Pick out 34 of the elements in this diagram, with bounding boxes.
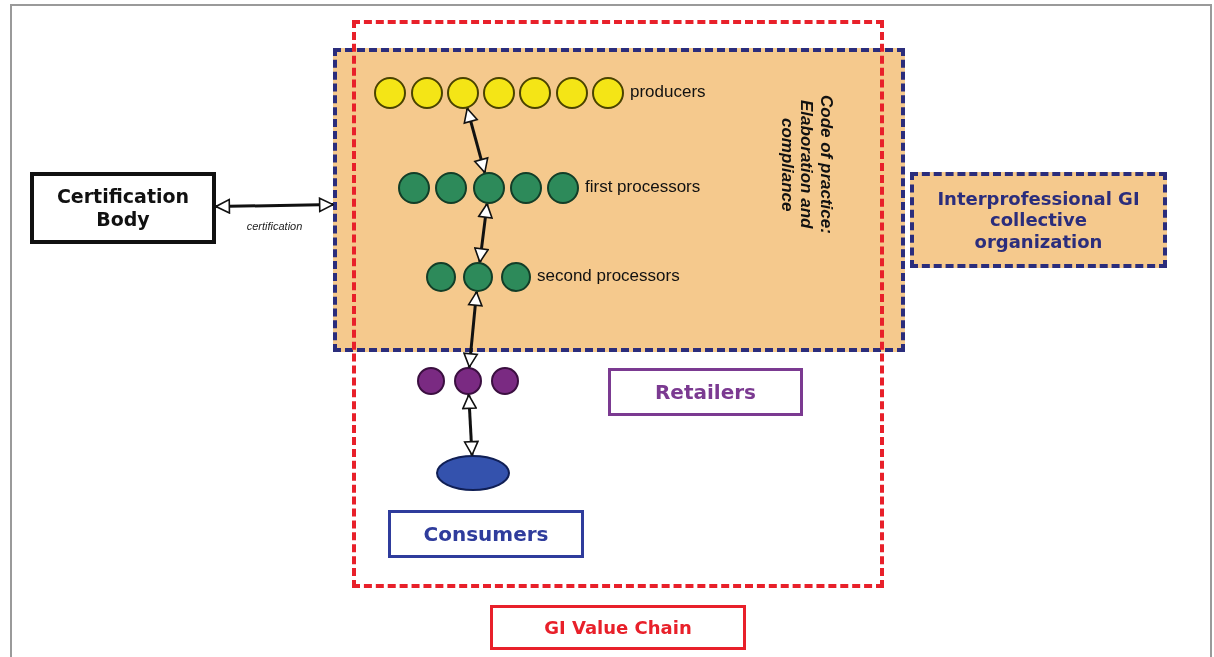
producer-circle <box>519 77 551 109</box>
double-arrow <box>462 394 479 456</box>
row-label: producers <box>630 82 706 102</box>
row-label: first processors <box>585 177 701 197</box>
processor-circle <box>463 262 493 292</box>
dashed-area <box>333 48 905 352</box>
producer-circle <box>592 77 624 109</box>
processor-circle <box>426 262 456 292</box>
retailer-circle <box>454 367 482 395</box>
processor-circle <box>510 172 542 204</box>
processor-circle <box>398 172 430 204</box>
processor-circle <box>547 172 579 204</box>
edge-label: certification <box>244 219 305 232</box>
certification-box: Certification Body <box>30 172 216 244</box>
retailer-circle <box>417 367 445 395</box>
producer-circle <box>556 77 588 109</box>
double-arrow <box>463 291 483 368</box>
double-arrow <box>474 203 493 263</box>
processor-circle <box>473 172 505 204</box>
producer-circle <box>411 77 443 109</box>
frame-title: GI Value Chain <box>490 605 746 650</box>
consumers-box: Consumers <box>388 510 584 558</box>
retailers-box: Retailers <box>608 368 803 416</box>
producer-circle <box>447 77 479 109</box>
double-arrow <box>463 107 489 174</box>
processor-circle <box>501 262 531 292</box>
organization-box: Interprofessional GI collective organization <box>910 172 1167 268</box>
rotated-note: Code of practice: Elaboration and compliance <box>777 94 836 236</box>
producer-circle <box>374 77 406 109</box>
row-label: second processors <box>537 266 680 286</box>
double-arrow <box>215 197 334 214</box>
processor-circle <box>435 172 467 204</box>
producer-circle <box>483 77 515 109</box>
retailer-circle <box>491 367 519 395</box>
